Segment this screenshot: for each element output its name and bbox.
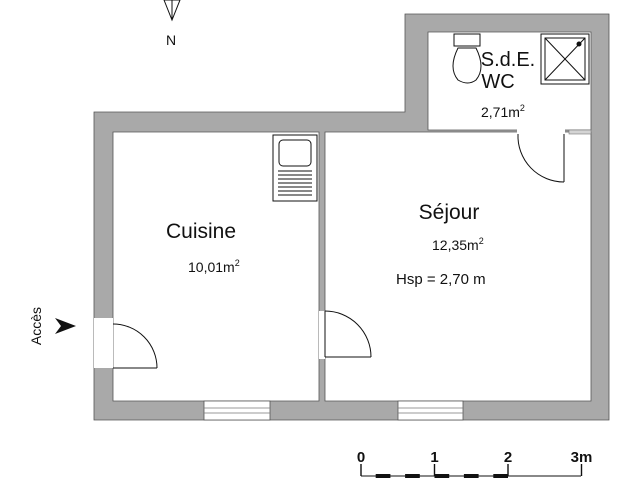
entrance-arrow-icon: [55, 318, 76, 334]
entrance-marker: Accès: [28, 307, 76, 345]
living-area: 12,35m2: [432, 236, 484, 253]
scale-segment: [375, 474, 391, 478]
bath-name-line2: WC: [481, 71, 514, 93]
kitchen-label: Cuisine 10,01m2: [166, 220, 240, 275]
kitchen-sink: [272, 134, 318, 202]
scale-tick-label: 2: [504, 449, 512, 466]
toilet: [452, 33, 482, 84]
scale-segment: [434, 474, 450, 478]
entrance-label: Accès: [28, 307, 44, 345]
bath-door: [517, 133, 565, 183]
scale-tick-label: 1: [430, 449, 438, 466]
scale-segment: [493, 474, 508, 478]
kitchen-area: 10,01m2: [188, 258, 240, 275]
scale-bar: 0 1 2 3m: [357, 449, 593, 478]
entrance-door: [112, 323, 158, 369]
walls: [93, 13, 610, 421]
bath-label: S.d.E. WC 2,71m2: [481, 49, 535, 120]
bath-wall-strip: [568, 129, 592, 135]
scale-tick-label: 0: [357, 449, 365, 466]
living-name: Séjour: [419, 201, 480, 224]
scale-tick-label: 3m: [571, 449, 593, 466]
compass: N: [163, 0, 181, 48]
bath-area: 2,71m2: [481, 103, 525, 120]
bath-name-line1: S.d.E.: [481, 49, 535, 71]
window-kitchen: [203, 400, 271, 421]
kitchen-living-door: [324, 310, 372, 358]
shower: [540, 33, 590, 85]
kitchen-living-opening: [319, 311, 325, 359]
scale-segment: [405, 474, 420, 478]
bath-opening-inner: [517, 129, 565, 133]
living-ceiling-height: Hsp = 2,70 m: [396, 271, 486, 288]
scale-segment: [463, 474, 479, 478]
window-living: [397, 400, 464, 421]
compass-label: N: [166, 32, 176, 48]
kitchen-name: Cuisine: [166, 220, 236, 243]
living-label: Séjour 12,35m2 Hsp = 2,70 m: [396, 201, 486, 288]
entrance-opening: [94, 318, 113, 368]
